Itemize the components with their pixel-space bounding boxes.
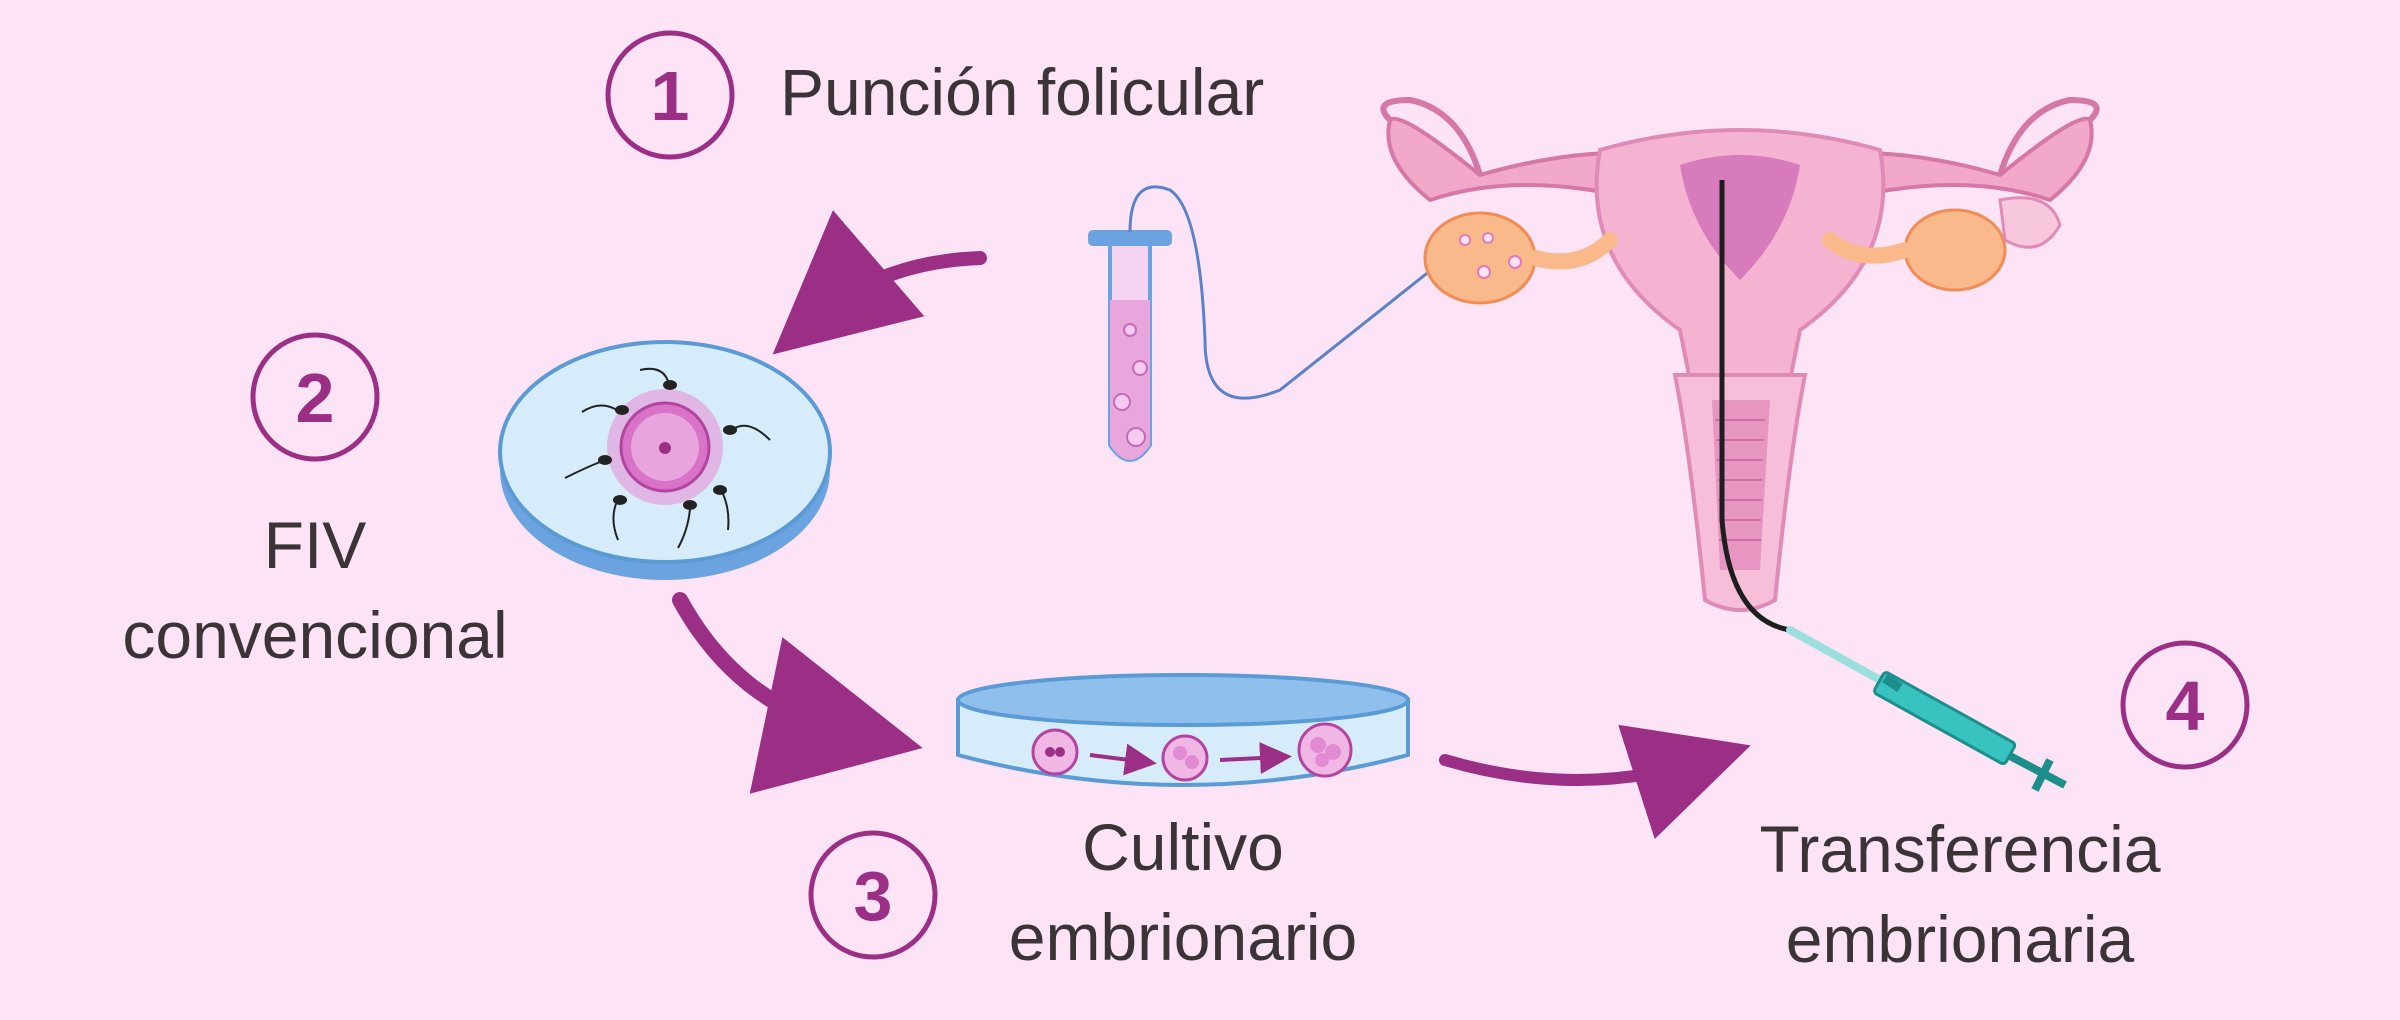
- step-2-number: 2: [296, 359, 335, 437]
- step-2: 2 FIV convencional: [122, 332, 508, 672]
- step-3-label-line1: Cultivo: [1082, 810, 1284, 884]
- step-3-number: 3: [854, 857, 893, 935]
- step-4-label-line2: embrionaria: [1786, 902, 2135, 976]
- step-1: 1 Punción folicular: [605, 30, 1264, 160]
- step-2-circle: [250, 332, 380, 462]
- uterus-icon: [1380, 96, 2100, 612]
- step-1-label: Punción folicular: [780, 55, 1264, 129]
- step-4-circle: [2120, 640, 2250, 770]
- step-4-number: 4: [2166, 667, 2205, 745]
- step-3: 3 Cultivo embrionario: [808, 810, 1358, 974]
- aspiration-line: [1128, 185, 1451, 400]
- step-3-circle: [808, 830, 938, 960]
- step-3-label-line2: embrionario: [1009, 900, 1358, 974]
- step-1-circle: [605, 30, 735, 160]
- step-2-label-line2: convencional: [122, 598, 507, 672]
- petri-dish-fertilization-icon: [498, 340, 832, 580]
- arrow-1-to-2: [772, 210, 987, 355]
- step-2-label-line1: FIV: [264, 508, 367, 582]
- step-4: 4 Transferencia embrionaria: [1759, 640, 2250, 976]
- arrow-2-to-3: [672, 592, 923, 794]
- step-4-label-line1: Transferencia: [1759, 812, 2160, 886]
- test-tube-icon: [1088, 230, 1172, 462]
- step-1-number: 1: [651, 57, 690, 135]
- petri-dish-culture-icon: [956, 673, 1410, 787]
- transfer-catheter-icon: [1719, 180, 2067, 792]
- arrow-3-to-4: [1439, 724, 1751, 840]
